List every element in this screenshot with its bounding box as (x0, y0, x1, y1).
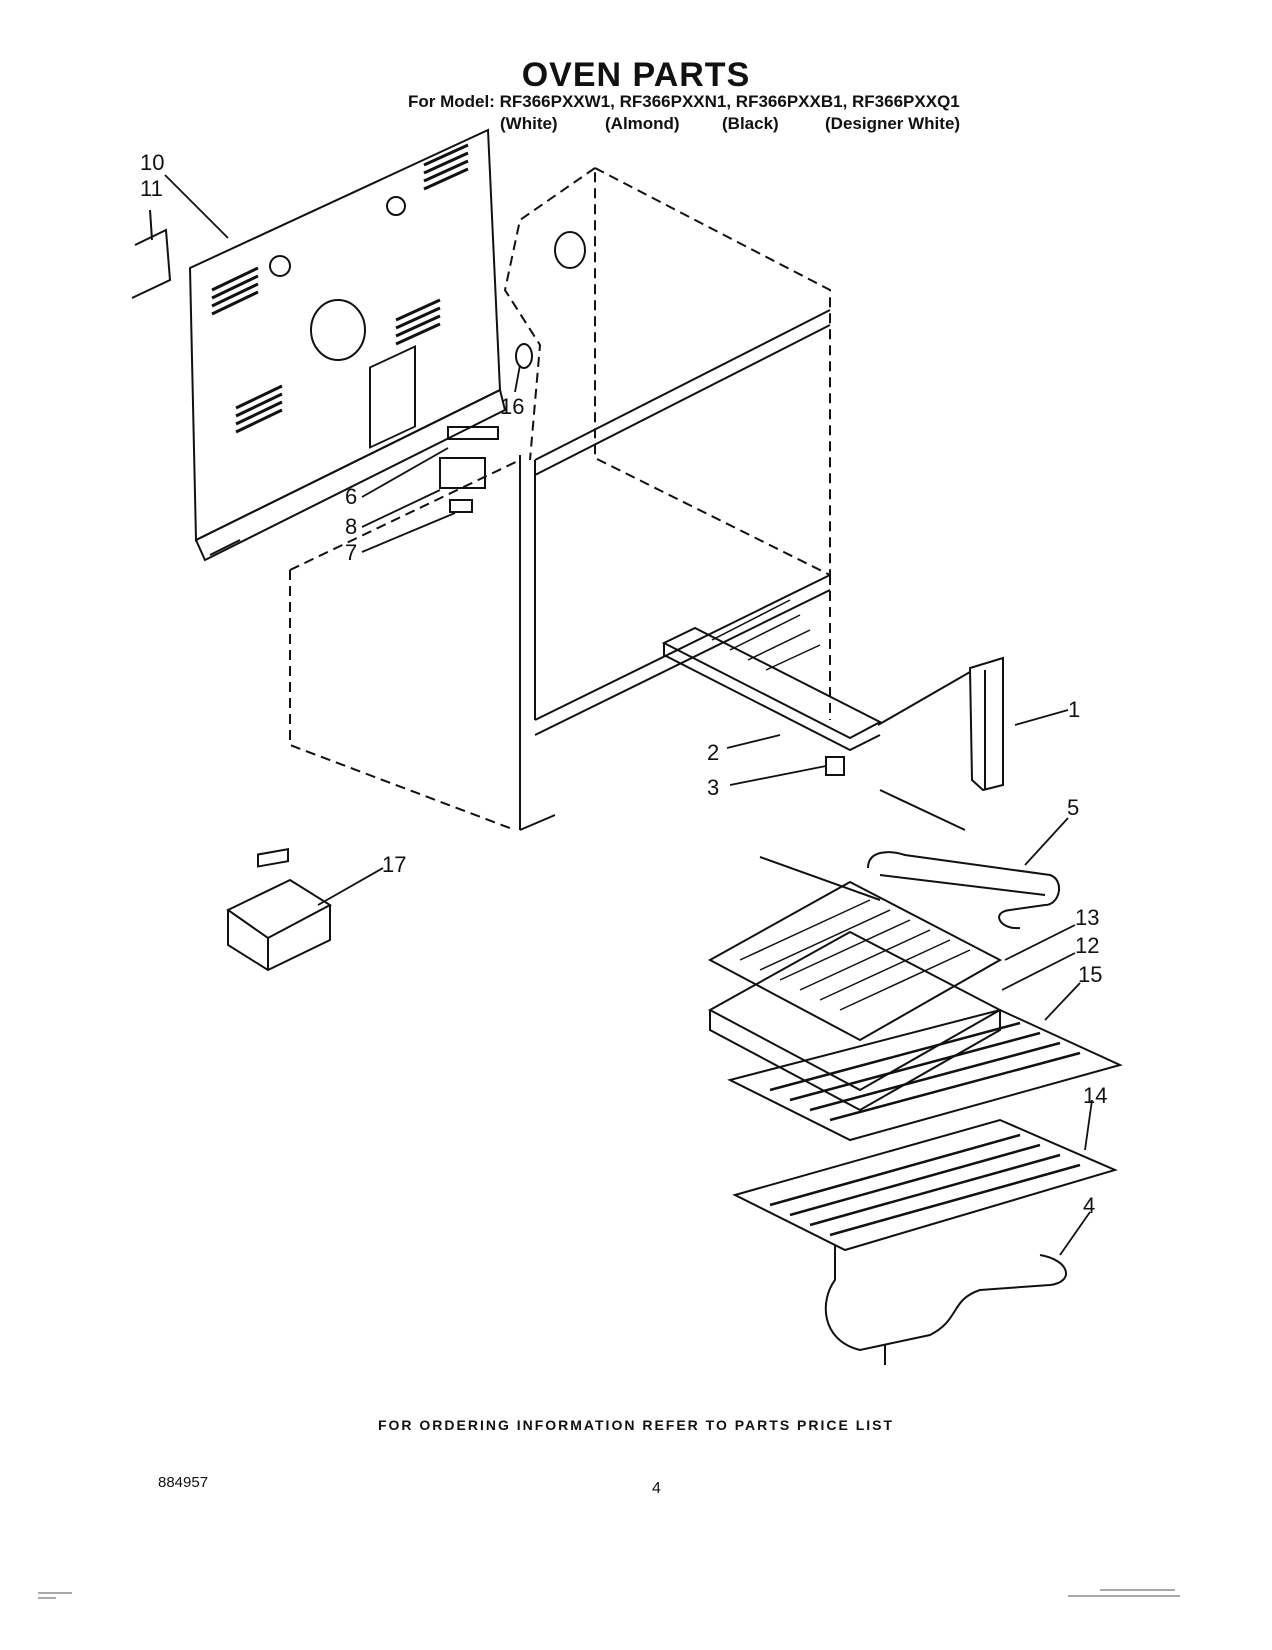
ordering-note: FOR ORDERING INFORMATION REFER TO PARTS … (377, 1417, 895, 1433)
callout-1: 1 (1068, 697, 1081, 722)
callout-3: 3 (707, 775, 720, 800)
model-list: For Model: RF366PXXW1, RF366PXXN1, RF366… (408, 92, 960, 111)
filter-box (226, 848, 332, 972)
callout-6: 6 (345, 484, 358, 509)
bake-baffle (661, 599, 883, 752)
callout-17: 17 (382, 852, 407, 877)
bracket-11 (131, 209, 172, 299)
callout-leaders (164, 174, 1093, 1256)
diagram-title: OVEN PARTS (521, 56, 751, 94)
callout-2: 2 (707, 740, 720, 765)
callout-4: 4 (1083, 1193, 1096, 1218)
variant-designer-white: (Designer White) (825, 114, 961, 133)
variant-almond: (Almond) (605, 114, 680, 133)
oven-racks (727, 1008, 1123, 1252)
callout-12: 12 (1075, 933, 1100, 958)
callout-13: 13 (1075, 905, 1100, 930)
callout-16: 16 (500, 394, 525, 419)
callout-5: 5 (1067, 795, 1080, 820)
broil-element (759, 789, 1060, 930)
callout-14: 14 (1083, 1083, 1108, 1108)
bake-element (824, 1245, 1067, 1365)
callout-15: 15 (1078, 962, 1103, 987)
document-number: 884957 (158, 1474, 209, 1491)
page-number: 4 (652, 1480, 661, 1497)
callout-7: 7 (345, 540, 358, 565)
variant-black: (Black) (722, 114, 779, 133)
callout-11: 11 (140, 176, 163, 201)
side-trim (877, 656, 1004, 792)
rear-panel (188, 128, 507, 562)
variant-white: (White) (500, 114, 558, 133)
callout-10: 10 (140, 150, 165, 175)
small-hardware (439, 426, 499, 513)
callout-8: 8 (345, 514, 358, 539)
oven-cavity-solid (515, 231, 831, 831)
